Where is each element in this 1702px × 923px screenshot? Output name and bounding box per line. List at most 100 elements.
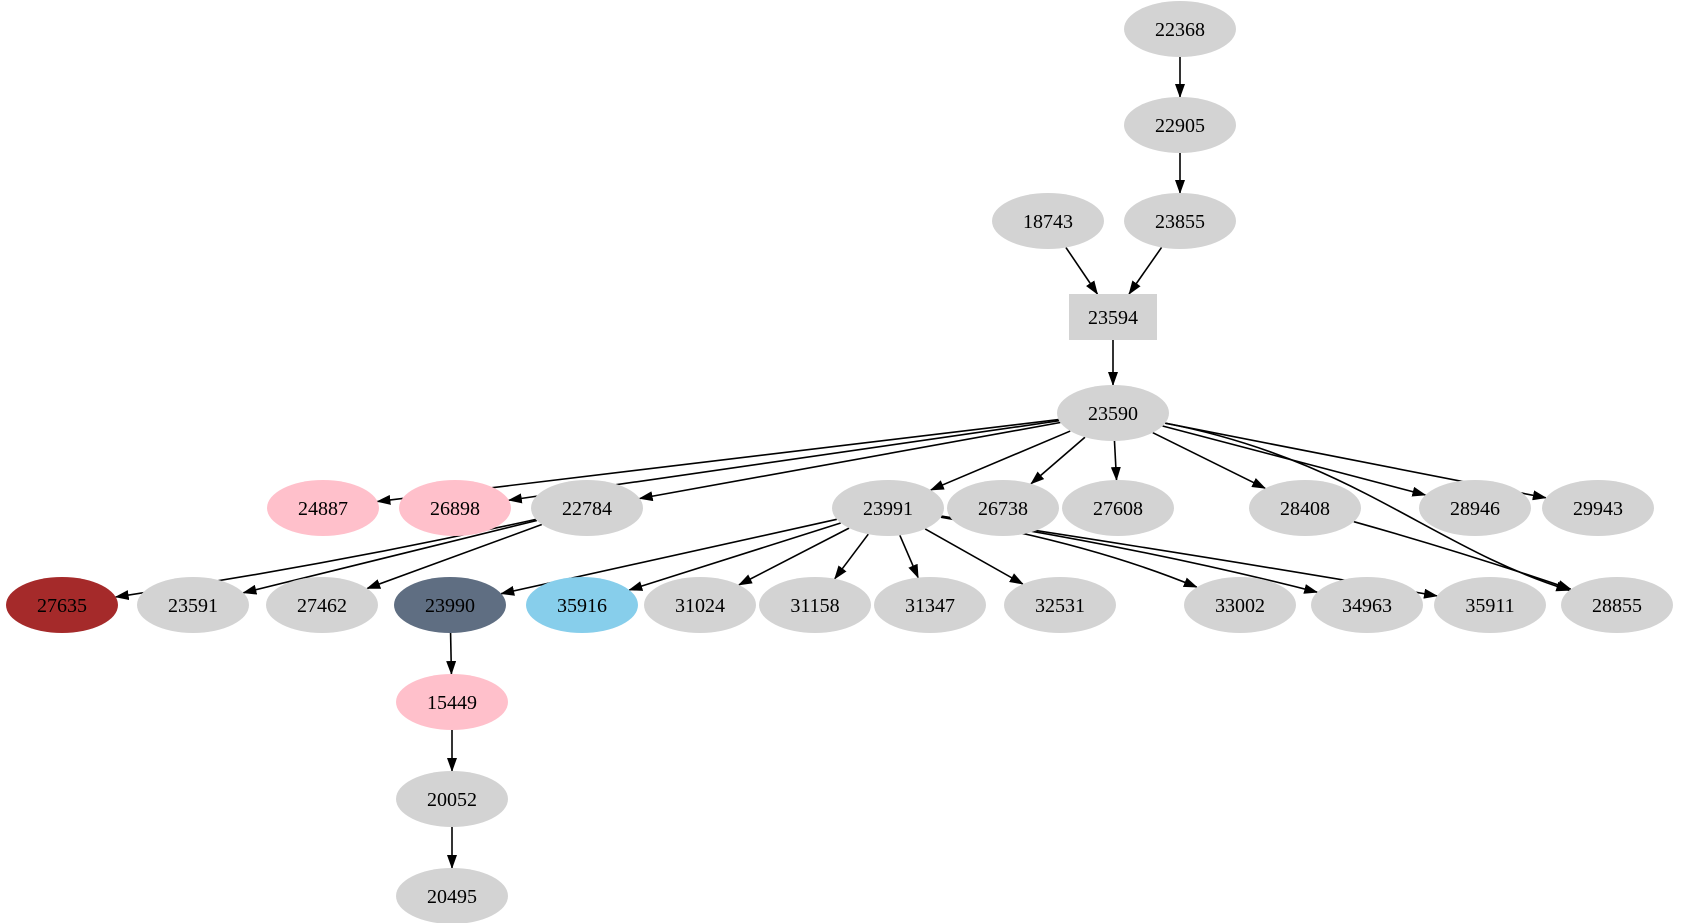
- edge-23991-to-31158: [834, 533, 869, 580]
- node-shape: [266, 577, 378, 633]
- node-shape: [1249, 480, 1361, 536]
- node-20052: 20052: [396, 771, 508, 827]
- node-shape: [1124, 1, 1236, 57]
- node-shape: [1057, 385, 1169, 441]
- edge-23991-to-31347: [899, 535, 919, 579]
- edge-23590-to-28408: [1152, 431, 1267, 490]
- node-shape: [947, 480, 1059, 536]
- node-34963: 34963: [1311, 577, 1423, 633]
- node-22784: 22784: [531, 480, 643, 536]
- node-20495: 20495: [396, 868, 508, 923]
- node-shape: [394, 577, 506, 633]
- node-shape: [396, 771, 508, 827]
- node-shape: [1004, 577, 1116, 633]
- node-shape: [992, 193, 1104, 249]
- node-label: 34963: [1342, 595, 1392, 617]
- node-label: 15449: [427, 692, 477, 714]
- node-label: 33002: [1215, 595, 1265, 617]
- node-27462: 27462: [266, 577, 378, 633]
- node-shape: [1062, 480, 1174, 536]
- node-label: 31024: [675, 595, 725, 617]
- node-label: 31347: [905, 595, 955, 617]
- node-29943: 29943: [1542, 480, 1654, 536]
- node-shape: [874, 577, 986, 633]
- node-label: 29943: [1573, 498, 1623, 520]
- node-27635: 27635: [6, 577, 118, 633]
- node-26738: 26738: [947, 480, 1059, 536]
- node-shape: [1311, 577, 1423, 633]
- node-label: 35911: [1465, 595, 1514, 617]
- node-label: 26738: [978, 498, 1028, 520]
- node-26898: 26898: [399, 480, 511, 536]
- node-shape: [759, 577, 871, 633]
- node-shape: [1542, 480, 1654, 536]
- edge-23590-to-23991: [929, 430, 1071, 491]
- node-label: 28946: [1450, 498, 1500, 520]
- node-32531: 32531: [1004, 577, 1116, 633]
- node-label: 23991: [863, 498, 913, 520]
- node-label: 22784: [562, 498, 612, 520]
- node-label: 27462: [297, 595, 347, 617]
- edge-22784-to-23591: [242, 519, 538, 595]
- node-label: 23590: [1088, 403, 1138, 425]
- node-33002: 33002: [1184, 577, 1296, 633]
- edge-23990-to-15449: [446, 632, 457, 676]
- node-label: 23855: [1155, 211, 1205, 233]
- node-22368: 22368: [1124, 1, 1236, 57]
- edge-18743-to-23594: [1065, 247, 1099, 295]
- node-shape: [396, 674, 508, 730]
- node-28946: 28946: [1419, 480, 1531, 536]
- node-35911: 35911: [1434, 577, 1546, 633]
- node-label: 20052: [427, 789, 477, 811]
- node-shape: [1124, 97, 1236, 153]
- node-28408: 28408: [1249, 480, 1361, 536]
- node-shape: [531, 480, 643, 536]
- node-27608: 27608: [1062, 480, 1174, 536]
- node-23990: 23990: [394, 577, 506, 633]
- edge-22784-to-27462: [366, 523, 543, 590]
- node-18743: 18743: [992, 193, 1104, 249]
- node-label: 27608: [1093, 498, 1143, 520]
- edge-28408-to-28855: [1353, 520, 1572, 590]
- node-28855: 28855: [1561, 577, 1673, 633]
- node-label: 27635: [37, 595, 87, 617]
- node-shape: [1184, 577, 1296, 633]
- node-label: 26898: [430, 498, 480, 520]
- edge-23590-to-22784: [638, 421, 1061, 502]
- node-label: 22368: [1155, 19, 1205, 41]
- nodes-layer: 22368 22905 18743 23855 23594 23590 24887 26898…: [6, 1, 1673, 923]
- node-shape: [832, 480, 944, 536]
- node-24887: 24887: [267, 480, 379, 536]
- node-label: 22905: [1155, 115, 1205, 137]
- node-label: 24887: [298, 498, 348, 520]
- node-shape: [1561, 577, 1673, 633]
- node-label: 23591: [168, 595, 218, 617]
- node-22905: 22905: [1124, 97, 1236, 153]
- edge-23991-to-35916: [628, 522, 841, 591]
- node-shape: [137, 577, 249, 633]
- node-label: 23990: [425, 595, 475, 617]
- node-label: 18743: [1023, 211, 1073, 233]
- edge-23590-to-26738: [1030, 436, 1086, 485]
- node-shape: [1124, 193, 1236, 249]
- node-31158: 31158: [759, 577, 871, 633]
- edge-23991-to-31024: [738, 527, 850, 586]
- node-label: 35916: [557, 595, 607, 617]
- node-shape: [526, 577, 638, 633]
- edges-layer: [114, 57, 1572, 869]
- node-35916: 35916: [526, 577, 638, 633]
- node-23590: 23590: [1057, 385, 1169, 441]
- node-shape: [1419, 480, 1531, 536]
- node-23855: 23855: [1124, 193, 1236, 249]
- node-23991: 23991: [832, 480, 944, 536]
- node-23591: 23591: [137, 577, 249, 633]
- node-label: 28855: [1592, 595, 1642, 617]
- node-label: 23594: [1088, 307, 1138, 329]
- node-31347: 31347: [874, 577, 986, 633]
- node-23594: 23594: [1069, 294, 1157, 340]
- node-label: 31158: [790, 595, 839, 617]
- node-label: 32531: [1035, 595, 1085, 617]
- node-15449: 15449: [396, 674, 508, 730]
